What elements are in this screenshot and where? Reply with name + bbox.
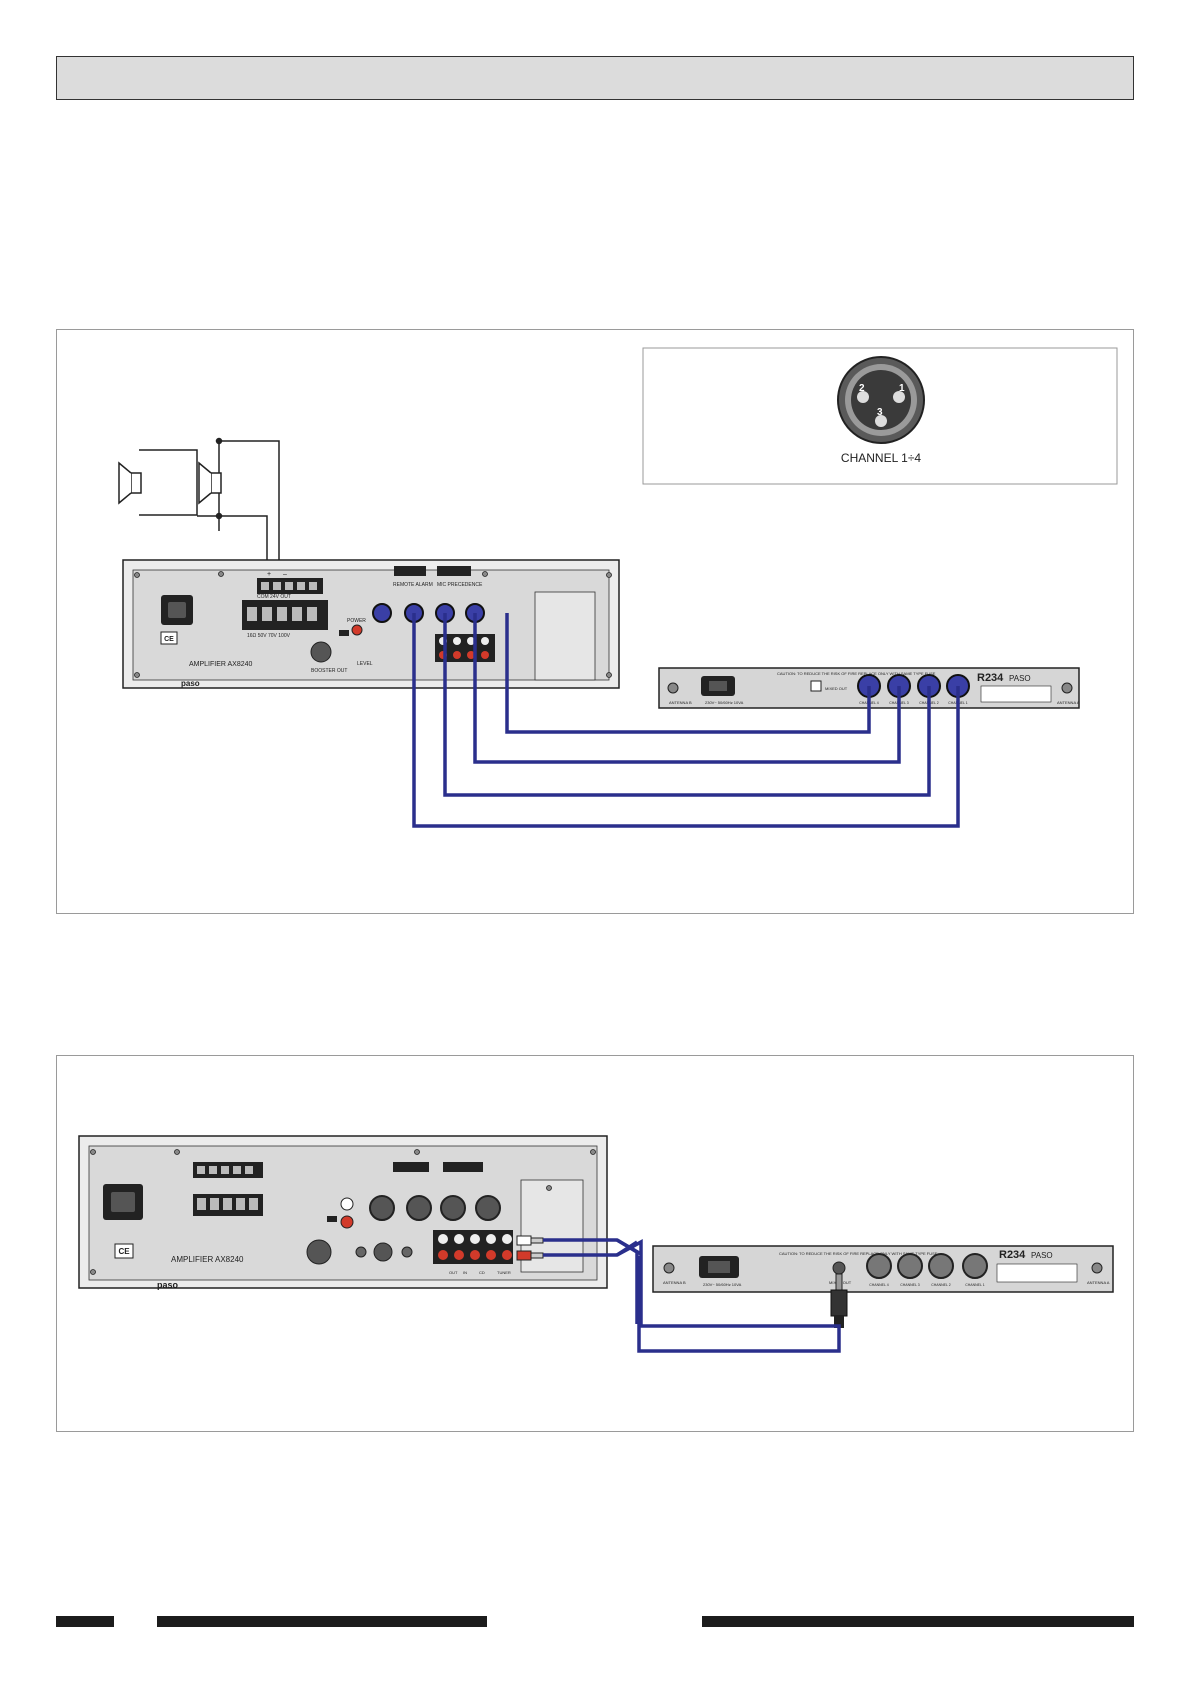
speaker-icon: [118, 461, 142, 505]
mic-precedence-block: [437, 566, 471, 576]
mic-precedence-block: [443, 1162, 483, 1172]
terminal-plus: +: [267, 571, 271, 578]
level-label: LEVEL: [357, 661, 373, 667]
speaker-pair: [118, 437, 280, 560]
receiver-power-label: 230V~ 50/60Hz 10VA: [705, 700, 744, 705]
diagram-frame-1: 2 1 3 CHANNEL 1÷4: [56, 329, 1134, 914]
amp-brand-logo: paso: [181, 679, 200, 688]
rca-inputs: [433, 1230, 513, 1264]
connector-label: CHANNEL 1÷4: [841, 451, 921, 465]
antenna-b-label: ANTENNA B: [663, 1280, 686, 1285]
cable-main: [637, 1256, 841, 1353]
rca-cd-label: CD: [479, 1270, 485, 1275]
channel-1-label: CHANNEL 1: [965, 1283, 985, 1287]
svg-text:CE: CE: [164, 636, 174, 643]
remote-alarm-block: [393, 1162, 429, 1172]
receiver-brand: PASO: [1031, 1251, 1053, 1260]
footer-bar-left: [56, 1616, 114, 1627]
receiver-caution: CAUTION: TO REDUCE THE RISK OF FIRE REPL…: [779, 1251, 938, 1256]
speaker-wire-1: [139, 449, 198, 516]
cable-channel-2: [443, 613, 931, 797]
rca-out-label: OUT: [449, 1270, 458, 1275]
output-labels: 16Ω 50V 70V 100V: [247, 633, 291, 639]
footer-bar-middle: [157, 1616, 487, 1627]
receiver-model: R234: [999, 1249, 1026, 1261]
cable-channel-4: [505, 613, 871, 734]
amp-model-label: AMPLIFIER AX8240: [189, 661, 253, 668]
rca-in-label: IN: [463, 1270, 467, 1275]
rca-tuner-label: TUNER: [497, 1270, 511, 1275]
amplifier-ax8240-2: CE AMPLIFIER AX8240 paso: [78, 1135, 608, 1290]
receiver-model: R234: [977, 672, 1004, 684]
receiver-mixed-out: MIXED OUT: [825, 686, 848, 691]
svg-text:CE: CE: [118, 1247, 130, 1256]
pin-label-1: 1: [899, 383, 905, 394]
antenna-b-connector: [663, 1262, 675, 1274]
speaker-icon: [198, 461, 222, 505]
footer-bar-right: [702, 1616, 1134, 1627]
booster-out-connector: [306, 1239, 332, 1265]
mixed-out-jack: [832, 1261, 846, 1275]
antenna-a-connector: [1061, 682, 1073, 694]
channel-2-label: CHANNEL 2: [931, 1283, 951, 1287]
pin-label-2: 2: [859, 383, 865, 394]
jack-plug: [830, 1273, 848, 1328]
power-label: POWER: [347, 618, 366, 624]
amp-model-label: AMPLIFIER AX8240: [171, 1255, 244, 1264]
cable-red: [543, 1239, 841, 1328]
pin-label-3: 3: [877, 407, 883, 418]
booster-out-connector: [310, 641, 332, 663]
cable-channel-1: [412, 613, 960, 828]
wiring-diagram-1: 2 1 3 CHANNEL 1÷4: [118, 347, 1118, 828]
remote-alarm-block: [394, 566, 426, 576]
xlr-connector-inset: 2 1 3 CHANNEL 1÷4: [642, 347, 1118, 485]
receiver-power-label: 230V~ 50/60Hz 10VA: [703, 1282, 742, 1287]
amplifier-ax8240: CE + – COM 24V OUT 16Ω 50V 70V 100V AMPL…: [122, 559, 620, 689]
mic-precedence-label: MIC PRECEDENCE: [437, 582, 483, 588]
rca-plugs: [516, 1235, 544, 1261]
blank-cover-plate: [534, 591, 596, 681]
channel-3-label: CHANNEL 3: [900, 1283, 920, 1287]
antenna-a-label: ANTENNA A: [1057, 700, 1080, 705]
xlr-cables: [412, 613, 960, 828]
receiver-channel-outputs: [866, 1253, 988, 1279]
diagram-frame-2: CE AMPLIFIER AX8240 paso: [56, 1055, 1134, 1432]
header-bar: [56, 56, 1134, 100]
antenna-a-connector: [1091, 1262, 1103, 1274]
receiver-brand: PASO: [1009, 674, 1031, 683]
wiring-diagram-2: CE AMPLIFIER AX8240 paso: [78, 1135, 1114, 1353]
cable-channel-3: [473, 613, 901, 764]
antenna-a-label: ANTENNA A: [1087, 1280, 1110, 1285]
terminal-minus: –: [283, 571, 287, 578]
booster-label: BOOSTER OUT: [311, 668, 347, 674]
receiver-r234-2: ANTENNA B 230V~ 50/60Hz 10VA CAUTION: TO…: [652, 1245, 1114, 1293]
channel-4-label: CHANNEL 4: [869, 1283, 889, 1287]
antenna-b-connector: [667, 682, 679, 694]
rca-to-jack-cable: [543, 1238, 841, 1353]
amp-brand-logo: paso: [157, 1280, 179, 1290]
mic-1-input: [372, 603, 392, 623]
terminal-labels: COM 24V OUT: [257, 594, 291, 600]
receiver-caution: CAUTION: TO REDUCE THE RISK OF FIRE REPL…: [777, 671, 936, 676]
remote-alarm-label: REMOTE ALARM: [393, 582, 433, 588]
amp-mic-inputs: [369, 1195, 501, 1221]
antenna-b-label: ANTENNA B: [669, 700, 692, 705]
